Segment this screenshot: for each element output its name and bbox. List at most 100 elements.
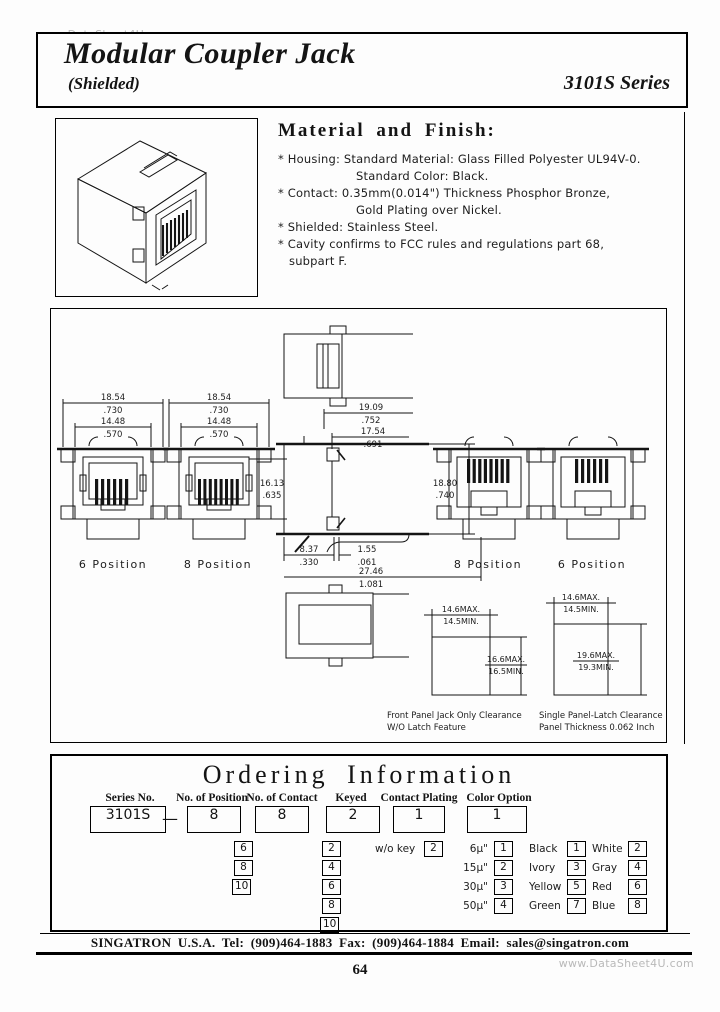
contact-option: 10 — [320, 917, 340, 933]
example-series-box: 3101S — [90, 806, 166, 833]
plating-box: 2 — [494, 860, 513, 876]
top-view — [283, 325, 413, 407]
keyed-option-label: w/o key — [375, 843, 416, 855]
color-label: Green — [529, 900, 561, 912]
dim-lines — [62, 399, 164, 447]
dim-in: .061 — [358, 558, 377, 568]
color-label: Black — [529, 843, 558, 855]
material-line: subpart F. — [289, 254, 348, 268]
dim-in: .752 — [362, 416, 381, 426]
panel-dim: 19.3MIN. — [578, 663, 614, 672]
dim-in: .635 — [263, 491, 282, 501]
page-number: 64 — [352, 962, 368, 978]
example-position-box: 8 — [187, 806, 241, 833]
front-view-6-position: 18.54 .730 14.48 .570 6 Position — [57, 393, 169, 571]
color-label: Blue — [592, 900, 616, 912]
dim-mm: 16.13 — [260, 479, 284, 489]
plating-box: 4 — [494, 898, 513, 914]
panel-caption: Panel Thickness 0.062 Inch — [539, 723, 654, 733]
col-header-contact: No. of Contact — [246, 792, 318, 804]
panel-dim: 19.6MAX. — [577, 651, 615, 660]
panel-cutout-latch: 14.6MAX. 14.5MIN. 19.6MAX. 19.3MIN. Sing… — [539, 593, 663, 733]
dim-mm: 14.48 — [101, 417, 125, 427]
main-content: Material and Finish: * Housing: Standard… — [50, 112, 685, 744]
panel-cutout-jack-only: 14.6MAX. 14.5MIN. 16.6MAX. 16.5MIN. Fron… — [387, 605, 527, 733]
panel-caption: Single Panel-Latch Clearance — [539, 711, 663, 721]
header: Modular Coupler Jack (Shielded) 3101S Se… — [36, 32, 688, 108]
dim-mm: 14.48 — [207, 417, 231, 427]
panel-caption: Front Panel Jack Only Clearance — [387, 711, 522, 721]
ordering-title: Ordering Information — [202, 760, 516, 789]
plating-box: 3 — [494, 879, 513, 895]
material-line: * Cavity confirms to FCC rules and regul… — [278, 237, 605, 251]
plating-label: 15µ" — [463, 862, 488, 874]
example-keyed-box: 2 — [326, 806, 380, 833]
col-header-position: No. of Position — [176, 792, 248, 804]
material-line: * Contact: 0.35mm(0.014") Thickness Phos… — [278, 186, 611, 200]
dim-mm: 18.54 — [101, 393, 125, 403]
dim-mm: 18.80 — [433, 479, 457, 489]
view-label: 6 Position — [79, 558, 147, 571]
color-label: Ivory — [529, 862, 556, 874]
material-heading: Material and Finish: — [278, 120, 496, 141]
technical-drawings: 18.54 .730 14.48 .570 6 Position — [57, 325, 663, 733]
rear-view-6-position: 6 Position — [537, 436, 649, 571]
panel-dim: 14.6MAX. — [562, 593, 600, 602]
page-subtitle: (Shielded) — [68, 74, 140, 93]
keyed-option-box: 2 — [424, 841, 443, 857]
example-color-box: 1 — [467, 806, 527, 833]
dim-in: .730 — [104, 406, 123, 416]
color-label: Yellow — [529, 881, 562, 893]
dash-separator: — — [162, 809, 178, 828]
dim-in: .330 — [300, 558, 319, 568]
contact-option: 2 — [322, 841, 341, 857]
panel-caption: W/O Latch Feature — [387, 723, 466, 733]
col-header-keyed: Keyed — [335, 792, 367, 804]
contact-option: 6 — [322, 879, 341, 895]
col-header-plating: Contact Plating — [380, 792, 458, 804]
color-box: 1 — [567, 841, 586, 857]
material-line: Gold Plating over Nickel. — [356, 203, 502, 217]
footer-rule-bottom — [36, 952, 692, 955]
view-label: 6 Position — [558, 558, 626, 571]
dim-in: 1.081 — [359, 580, 383, 590]
view-label: 8 Position — [184, 558, 252, 571]
dim-mm: 8.37 — [300, 545, 319, 555]
dim-mm: 1.55 — [358, 545, 377, 555]
dim-mm: 19.09 — [359, 403, 383, 413]
plating-label: 6µ" — [469, 843, 488, 855]
series-label: 3101S Series — [563, 72, 670, 94]
plating-label: 50µ" — [463, 900, 488, 912]
ordering-information: Ordering Information Series No. No. of P… — [50, 754, 668, 933]
front-view-8-position: 18.54 .730 14.48 .570 8 Position — [163, 393, 275, 571]
dim-in: .570 — [210, 430, 229, 440]
footer-rule-top — [40, 933, 690, 934]
contact-option: 8 — [322, 898, 341, 914]
dim-in: .730 — [210, 406, 229, 416]
watermark-bottom: www.DataSheet4U.com — [558, 957, 694, 970]
footer-contact: SINGATRON U.S.A. Tel: (909)464-1883 Fax:… — [90, 935, 630, 950]
dim-mm: 18.54 — [207, 393, 231, 403]
dim-mm: 27.46 — [359, 567, 383, 577]
panel-dim: 16.6MAX. — [487, 655, 525, 664]
material-line: * Housing: Standard Material: Glass Fill… — [278, 152, 641, 166]
col-header-series: Series No. — [105, 792, 155, 804]
color-box: 2 — [628, 841, 647, 857]
col-header-color: Color Option — [466, 792, 532, 804]
color-box: 8 — [628, 898, 647, 914]
position-option: 8 — [234, 860, 253, 876]
panel-dim: 14.5MIN. — [443, 617, 479, 626]
color-label: Gray — [592, 862, 618, 874]
page-title: Modular Coupler Jack — [64, 37, 356, 70]
dim-mm: 17.54 — [361, 427, 385, 437]
panel-dim: 14.5MIN. — [563, 605, 599, 614]
plating-box: 1 — [494, 841, 513, 857]
color-box: 4 — [628, 860, 647, 876]
contact-option: 4 — [322, 860, 341, 876]
color-label: Red — [592, 881, 612, 893]
rear-view-8-position: 8 Position — [433, 436, 545, 571]
material-line: * Shielded: Stainless Steel. — [278, 220, 439, 234]
dim-in: .570 — [104, 430, 123, 440]
bottom-view — [285, 584, 409, 667]
